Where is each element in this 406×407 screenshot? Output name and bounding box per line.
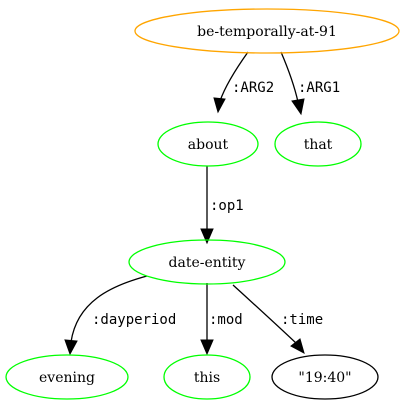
edge-dayperiod: :dayperiod (64, 275, 176, 356)
node-about-label: about (188, 137, 229, 153)
edge-mod: :mod (200, 283, 243, 356)
node-time-value-label: "19:40" (298, 370, 351, 386)
node-this: this (163, 354, 251, 400)
node-that: that (274, 121, 362, 167)
edge-label-arg2: :ARG2 (232, 80, 274, 96)
edge-time: :time (232, 284, 323, 355)
edge-label-mod: :mod (209, 312, 243, 328)
node-evening-label: evening (39, 370, 95, 386)
node-time-value: "19:40" (271, 354, 379, 400)
edge-label-arg1: :ARG1 (298, 80, 340, 96)
node-root-label: be-temporally-at-91 (197, 24, 337, 40)
edge-label-op1: :op1 (210, 198, 244, 214)
edge-label-time: :time (281, 312, 323, 328)
node-evening: evening (5, 354, 129, 400)
node-that-label: that (304, 137, 333, 153)
node-root: be-temporally-at-91 (134, 8, 400, 54)
node-this-label: this (194, 370, 220, 386)
node-date-entity: date-entity (128, 239, 286, 285)
node-about: about (157, 121, 259, 167)
edge-label-dayperiod: :dayperiod (92, 312, 176, 328)
edge-op1: :op1 (200, 166, 244, 245)
edge-arg1: :ARG1 (280, 51, 340, 116)
node-date-entity-label: date-entity (169, 255, 246, 271)
edge-arg2: :ARG2 (213, 51, 274, 114)
